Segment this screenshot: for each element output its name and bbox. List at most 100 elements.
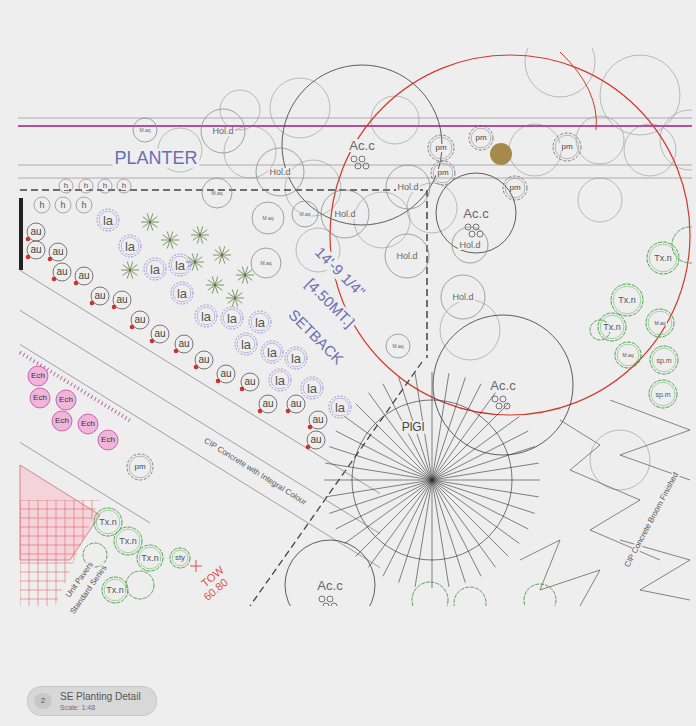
groundcover-circle: au [241, 373, 259, 391]
lavender-circle: la [235, 333, 257, 355]
plant-code: h [83, 182, 89, 190]
paver-joint [20, 590, 110, 591]
plant-code: au [133, 315, 146, 325]
shrub-symbol [520, 540, 600, 606]
plant-code: la [266, 346, 278, 359]
plant-outline-inner [223, 309, 241, 327]
grass-blade [200, 235, 209, 236]
grass-blade [147, 213, 150, 222]
plant-code: M.aq [391, 344, 404, 349]
plant-outline [119, 235, 141, 257]
plant-code: au [261, 399, 274, 409]
plant-outline-inner [613, 286, 641, 314]
echinacea-circle: Ech [98, 430, 118, 450]
shrub-circle: M.aq [292, 201, 318, 227]
grass-tuft [236, 266, 254, 283]
perennial-circle: pm [428, 135, 454, 161]
grass-blade [219, 246, 222, 255]
palm-frond [432, 417, 519, 480]
plant-outline [170, 548, 190, 568]
existing-tree-trunk [490, 143, 512, 165]
tree-canopy: Ac.c [433, 315, 573, 455]
lavender-circle: la [269, 369, 291, 391]
echinacea-circle: Ech [30, 388, 50, 408]
lavender-circle: la [329, 396, 351, 418]
lavender-circle: la [119, 235, 141, 257]
plant-code: Ech [30, 372, 46, 380]
plant-outline [127, 454, 153, 480]
plant-code: la [334, 401, 346, 414]
plant-outline-inner [139, 547, 161, 569]
tree-circle: sp.m [650, 346, 678, 374]
palm-frond [369, 480, 432, 567]
shrub-circle: Hol.d [386, 165, 430, 209]
trunk-dot [355, 163, 361, 169]
plant-outline [52, 411, 72, 431]
plant-outline [171, 282, 193, 304]
grass-blade [242, 266, 245, 275]
palm-frond [432, 480, 540, 481]
setback-line [20, 190, 427, 358]
plant-outline [251, 248, 281, 278]
palm-frond [345, 417, 432, 480]
plant-code: Ac.c [489, 379, 516, 392]
plant-outline [34, 197, 50, 213]
tree-symbol [454, 587, 486, 606]
grass-tuft [161, 231, 179, 248]
grass-blade [245, 275, 254, 276]
canopy-outline [330, 55, 690, 415]
plant-code: au [219, 369, 232, 379]
plant-code: pm [560, 143, 573, 151]
plant-code: Hol.d [396, 183, 419, 192]
plant-dot [112, 305, 117, 310]
plant-outline [329, 396, 351, 418]
trunk-dot [359, 156, 365, 162]
plant-outline-inner [287, 349, 305, 367]
plant-outline-inner [263, 343, 281, 361]
palm-frond [432, 384, 481, 480]
plant-code: h [63, 182, 69, 190]
paver-joint [101, 500, 102, 606]
plant-outline [221, 307, 243, 329]
plant-code: au [51, 247, 64, 257]
plant-code: au [197, 355, 210, 365]
plant-outline-inner [555, 135, 579, 159]
wall-end [19, 198, 23, 270]
palm-frond [325, 480, 432, 497]
plant-outline-inner [116, 529, 140, 553]
grass-blade [143, 222, 150, 227]
drawing-number: 2 [34, 693, 52, 709]
palm-symbol [324, 372, 540, 588]
plant-code: la [226, 312, 238, 325]
palm-frond [336, 431, 432, 480]
palm-frond [432, 480, 495, 567]
grass-blade [150, 222, 153, 231]
plant-outline [269, 369, 291, 391]
plant-circle [660, 110, 692, 170]
grass-blade [191, 235, 200, 236]
grass-tuft [141, 213, 159, 230]
lavender-circle: la [169, 254, 191, 276]
shrub-circle: M.aq [251, 248, 281, 278]
plant-code: la [102, 214, 114, 227]
plant-outline-inner [617, 344, 639, 366]
tree-circle: Tx.n [114, 527, 142, 555]
plant-code: Tx.n [98, 518, 118, 527]
grass-blade [235, 298, 238, 307]
plant-outline [98, 179, 112, 193]
plant-code: pm [434, 144, 447, 152]
grass-blade [195, 262, 198, 271]
lavender-circle: la [301, 377, 323, 399]
groundcover-circle: au [113, 291, 131, 309]
plant-code: au [243, 377, 256, 387]
planter-edge [18, 178, 692, 179]
trunk-dot [500, 396, 506, 402]
plant-outline [436, 173, 516, 253]
palm-frond [432, 480, 508, 556]
plant-outline [469, 126, 493, 150]
hedge-circle: h [34, 197, 50, 213]
grass-blade [215, 285, 218, 294]
plant-code: Tx.n [140, 554, 160, 563]
plant-code: Ac.c [348, 139, 375, 152]
trunk-dot [327, 596, 333, 602]
